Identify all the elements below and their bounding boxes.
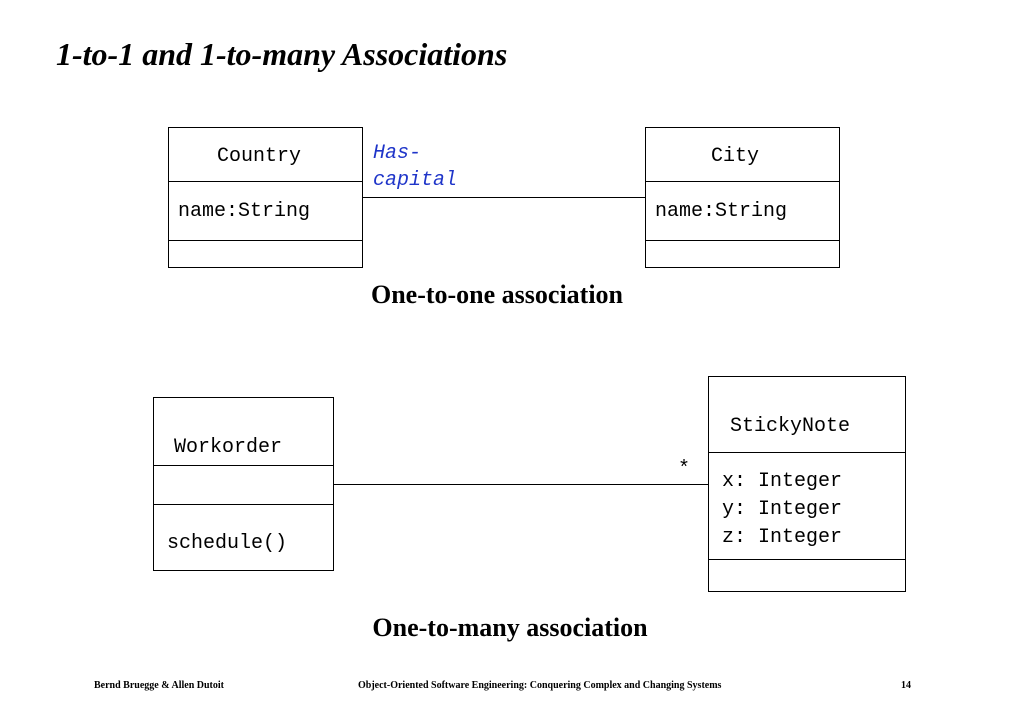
association-label-line1: Has-: [373, 142, 422, 165]
association-label-line2: capital: [373, 169, 458, 192]
country-class-box: Country name:String: [168, 127, 363, 268]
city-class-box: City name:String: [645, 127, 840, 268]
association-label-has-capital: Has- capital: [373, 140, 457, 194]
workorder-attribute-separator: [154, 504, 333, 505]
country-name-separator: [169, 181, 362, 182]
stickynote-attribute: x: Integer: [722, 470, 843, 493]
stickynote-name-separator: [709, 452, 905, 453]
workorder-name-separator: [154, 465, 333, 466]
workorder-class-box: Workorder schedule(): [153, 397, 334, 571]
city-attribute: name:String: [655, 200, 788, 223]
footer-page-number: 14: [901, 680, 911, 691]
stickynote-attribute: z: Integer: [722, 526, 843, 549]
multiplicity-many: *: [678, 458, 691, 481]
footer-authors: Bernd Bruegge & Allen Dutoit: [94, 680, 224, 691]
city-attribute-separator: [646, 240, 839, 241]
city-class-name: City: [711, 145, 760, 168]
country-class-name: Country: [217, 145, 302, 168]
has-capital-association-line: [363, 197, 646, 198]
one-to-one-caption: One-to-one association: [370, 280, 624, 309]
country-attribute-separator: [169, 240, 362, 241]
stickynote-attribute: y: Integer: [722, 498, 843, 521]
stickynote-attribute-separator: [709, 559, 905, 560]
country-attribute: name:String: [178, 200, 311, 223]
one-to-many-caption: One-to-many association: [372, 613, 648, 642]
workorder-class-name: Workorder: [174, 436, 283, 459]
workorder-operation: schedule(): [167, 532, 288, 555]
stickynote-class-name: StickyNote: [730, 415, 851, 438]
city-name-separator: [646, 181, 839, 182]
footer-book-title: Object-Oriented Software Engineering: Co…: [358, 680, 722, 691]
stickynote-class-box: StickyNote x: Integer y: Integer z: Inte…: [708, 376, 906, 592]
slide-title: 1-to-1 and 1-to-many Associations: [56, 36, 508, 72]
one-to-many-association-line: [334, 484, 708, 485]
